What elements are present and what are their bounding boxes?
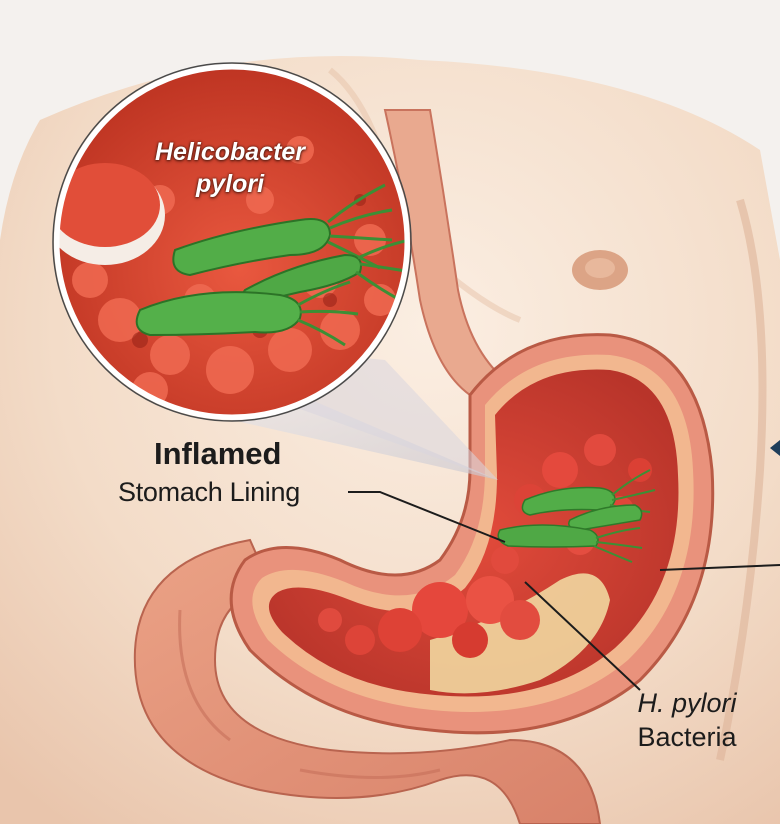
leader-line-inflamed <box>348 491 506 543</box>
zoom-callout-title: Helicobacter pylori <box>110 136 350 200</box>
zoom-title-line2: pylori <box>195 170 265 198</box>
label-bacteria-line2: Bacteria <box>637 722 737 752</box>
label-inflamed-line1: Inflamed <box>154 436 282 471</box>
label-bacteria-line1: H. pylori <box>637 688 737 718</box>
zoom-callout <box>52 62 412 422</box>
intestine <box>133 538 602 824</box>
zoom-cone <box>232 395 498 480</box>
label-inflamed-line2: Stomach Lining <box>118 477 300 507</box>
label-h-pylori-bacteria: H. pylori Bacteria <box>612 686 762 754</box>
zoom-title-line1: Helicobacter <box>154 138 306 166</box>
arm-edge <box>716 198 767 761</box>
leader-line-wall <box>659 564 780 571</box>
edge-arrow <box>770 440 780 456</box>
stomach-bacteria <box>497 469 656 563</box>
inflamed-tissue <box>318 434 652 658</box>
leader-line-bacteria <box>524 581 641 691</box>
label-inflamed-stomach-lining: Inflamed Stomach Lining <box>118 434 378 510</box>
